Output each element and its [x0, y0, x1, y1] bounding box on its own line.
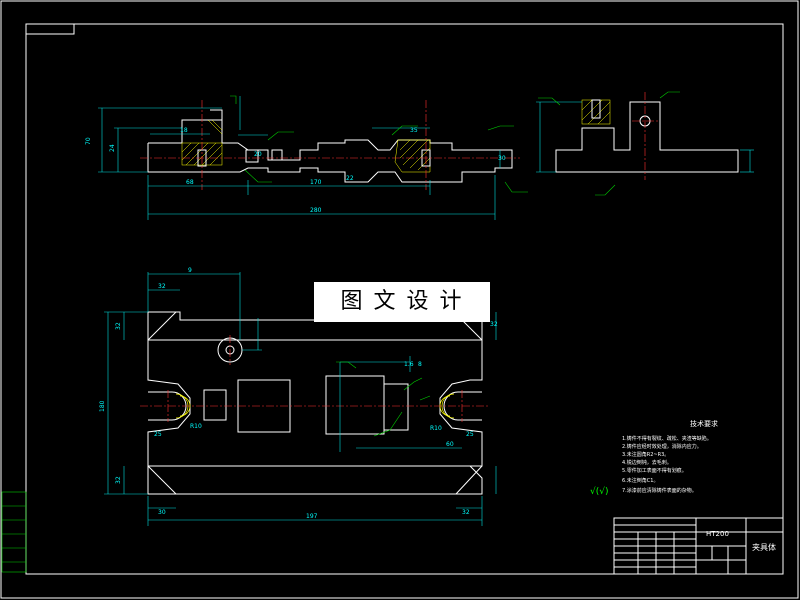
tech-requirements: 技术要求 1.铸件不得有裂纹、疏松、夹渣等缺陷。 2.铸件应经时效处理，消除内应… — [590, 419, 718, 497]
dim-side-bot: 32 — [115, 476, 122, 484]
tech-note-4: 4.锐边倒钝，去毛刺。 — [622, 459, 672, 466]
dim-height: 180 — [99, 400, 106, 412]
dim-side-top: 32 — [115, 322, 122, 330]
dim-b: 20 — [254, 151, 262, 158]
plan-view-dimensions — [104, 272, 497, 526]
plan-view-blocks — [203, 375, 409, 435]
dim-c: 22 — [346, 175, 354, 182]
dim-height-body: 24 — [109, 144, 116, 152]
side-view-bore — [591, 99, 601, 119]
side-view — [536, 91, 754, 196]
dim-width: 197 — [306, 513, 318, 520]
tech-title: 技术要求 — [690, 419, 718, 428]
plan-view: 9 32 32 32 180 32 30 32 197 25 25 60 R10… — [99, 267, 498, 526]
plan-view-outline — [147, 311, 483, 495]
plan-view-leaders — [336, 361, 431, 437]
side-view-outline — [555, 101, 739, 173]
front-view-hatch-left — [181, 119, 223, 166]
roughness-symbol: √(√) — [590, 486, 609, 497]
dim-center-len: 170 — [310, 179, 322, 186]
dim-corner-tr: 32 — [490, 321, 498, 328]
dim-bottom-right: 32 — [462, 509, 470, 516]
dim-offset-top: 9 — [188, 267, 192, 274]
dim-tol-b: 8 — [418, 361, 422, 368]
watermark-text: 图 文 设 计 — [340, 289, 464, 314]
tech-note-5: 5.零件加工表面不得有划痕。 — [622, 467, 687, 474]
front-view-hatch-right — [394, 139, 431, 173]
dim-slot-r: 25 — [466, 431, 474, 438]
dim-tol-a: 1.6 — [404, 361, 414, 368]
front-view-leaders — [230, 95, 528, 193]
dim-r-left: R10 — [190, 423, 202, 430]
dim-corner-tl: 32 — [158, 283, 166, 290]
front-view-dimensions — [98, 96, 501, 220]
dim-d: 30 — [498, 155, 506, 162]
part-name: 夹具体 — [752, 542, 776, 552]
dim-bottom-left: 30 — [158, 509, 166, 516]
front-view-outline — [147, 119, 513, 183]
watermark-box: 图 文 设 计 — [314, 282, 490, 322]
corner-label-box — [25, 23, 75, 35]
dim-height-total: 70 — [85, 137, 92, 145]
dim-e: 35 — [410, 127, 418, 134]
side-stamp — [1, 491, 27, 573]
plan-view-chamfers — [147, 311, 483, 495]
side-view-dimensions — [536, 101, 754, 173]
dim-left-len: 68 — [186, 179, 194, 186]
side-view-hatch — [581, 99, 611, 125]
tech-note-3: 3.未注圆角R2~R3。 — [622, 451, 669, 458]
inner-border — [25, 23, 784, 575]
dim-r-right: R10 — [430, 425, 442, 432]
material-label: HT200 — [706, 530, 729, 538]
front-section-view: 70 24 68 170 280 18 20 22 30 35 — [85, 95, 528, 220]
tech-note-1: 1.铸件不得有裂纹、疏松、夹渣等缺陷。 — [622, 435, 712, 442]
dim-a: 18 — [180, 127, 188, 134]
title-block: HT200 夹具体 — [613, 517, 784, 575]
dim-center-gap: 60 — [446, 441, 454, 448]
tech-note-7: 7.涂漆前应清除铸件表面的杂物。 — [622, 487, 697, 494]
side-view-leaders — [538, 91, 680, 196]
dim-slot-l: 25 — [154, 431, 162, 438]
dim-overall: 280 — [310, 207, 322, 214]
tech-note-6: 6.未注倒角C1。 — [622, 477, 658, 484]
front-view-lug — [210, 109, 223, 120]
tech-note-2: 2.铸件应经时效处理，消除内应力。 — [622, 443, 702, 450]
title-block-grid — [614, 524, 696, 568]
